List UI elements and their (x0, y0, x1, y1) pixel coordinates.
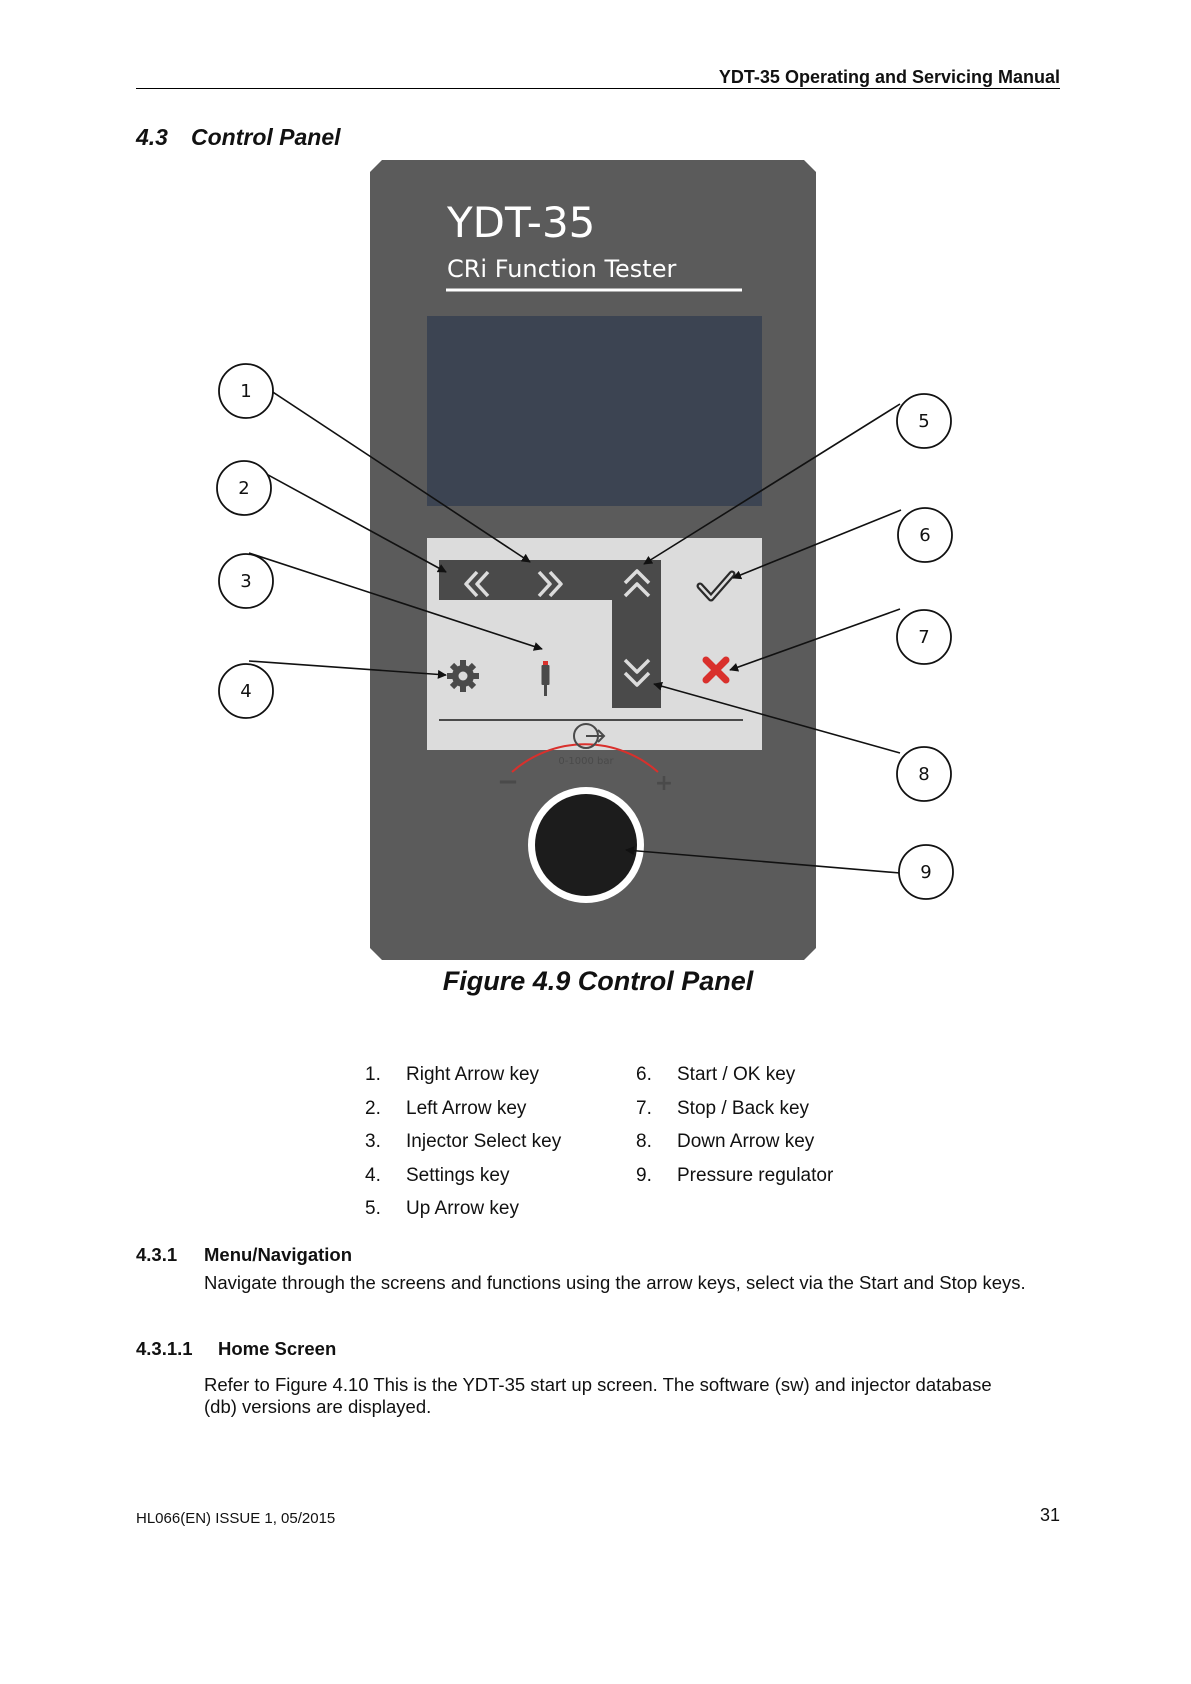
svg-text:7: 7 (918, 627, 929, 648)
list-item: 8.Down Arrow key (636, 1131, 815, 1152)
leader-8 (653, 681, 901, 754)
section-number: 4.3 (136, 124, 168, 150)
leader-1 (249, 376, 531, 563)
running-header: YDT-35 Operating and Servicing Manual (718, 67, 1060, 87)
navigation-key-band (439, 560, 661, 708)
svg-text:4: 4 (240, 681, 251, 702)
section-title: Control Panel (191, 124, 341, 150)
footer-doc-reference: HL066(EN) ISSUE 1, 05/2015 (136, 1510, 336, 1527)
section-heading: 4.3 Control Panel (136, 124, 341, 151)
subsection-number: 4.3.1 (136, 1244, 178, 1265)
subsection-title: Menu/Navigation (204, 1244, 353, 1265)
display-screen (427, 316, 762, 506)
leader-7 (729, 608, 901, 672)
stop-back-key[interactable] (702, 656, 730, 684)
svg-text:6: 6 (919, 525, 930, 546)
svg-text:2: 2 (238, 478, 249, 499)
paragraph-home-screen: Refer to Figure 4.10 This is the YDT-35 … (204, 1374, 992, 1417)
svg-text:3: 3 (240, 571, 251, 592)
pressure-gauge-icon (573, 723, 606, 749)
list-item: 4.Settings key (365, 1164, 510, 1186)
callout-8: 8 (896, 746, 952, 802)
legend-list-left: 1.Right Arrow key 2.Left Arrow key 3.Inj… (365, 1058, 561, 1226)
right-arrow-key[interactable] (537, 570, 563, 598)
range-label: 0-1000 bar (558, 756, 614, 767)
page-number: 31 (1039, 1505, 1060, 1525)
list-item: 6.Start / OK key (636, 1064, 796, 1085)
callout-6: 6 (897, 507, 953, 563)
leader-4 (248, 660, 447, 679)
subsection-heading-4311: 4.3.1.1 Home Screen (136, 1338, 336, 1360)
leader-9 (625, 846, 901, 874)
header-rule (136, 88, 1060, 89)
down-arrow-key[interactable] (623, 658, 651, 687)
list-item: 1.Right Arrow key (365, 1064, 540, 1085)
callout-4: 4 (218, 663, 274, 719)
left-arrow-key[interactable] (464, 570, 490, 598)
callout-3: 3 (218, 553, 274, 609)
injector-select-key[interactable] (541, 661, 550, 696)
cross-icon (702, 656, 730, 684)
increase-sign: + (655, 771, 673, 796)
leader-2 (247, 463, 447, 573)
settings-key[interactable] (447, 660, 479, 692)
subsection-number: 4.3.1.1 (136, 1338, 193, 1359)
legend-list-right: 6.Start / OK key 7.Stop / Back key 8.Dow… (636, 1058, 833, 1192)
list-item: 3.Injector Select key (365, 1131, 562, 1152)
figure-caption: Figure 4.9 Control Panel (442, 966, 754, 996)
double-chevron-up-icon (623, 569, 651, 598)
subsection-heading-431: 4.3.1 Menu/Navigation (136, 1244, 352, 1266)
callout-5: 5 (896, 393, 952, 449)
double-chevron-down-icon (623, 658, 651, 687)
pressure-regulator-knob[interactable] (528, 787, 644, 903)
callout-9: 9 (898, 844, 954, 900)
svg-text:8: 8 (918, 764, 929, 785)
device-title: YDT-35 (446, 198, 595, 247)
callout-leaders (247, 376, 902, 874)
decrease-sign: − (497, 767, 519, 797)
start-ok-key[interactable] (696, 570, 736, 602)
control-panel-figure: YDT-35 CRi Function Tester (216, 160, 954, 960)
svg-text:1: 1 (240, 381, 251, 402)
double-chevron-right-icon (537, 570, 563, 598)
callout-1: 1 (218, 363, 274, 419)
list-item: 9.Pressure regulator (636, 1164, 834, 1186)
injector-icon (541, 661, 550, 696)
leader-3 (248, 552, 543, 651)
subsection-title: Home Screen (218, 1338, 337, 1359)
pressure-range-arc (511, 743, 659, 773)
list-item: 7.Stop / Back key (636, 1097, 810, 1119)
leader-5 (643, 403, 901, 565)
list-item: 5.Up Arrow key (365, 1198, 519, 1219)
gear-icon (447, 660, 479, 692)
svg-text:9: 9 (920, 862, 931, 883)
up-arrow-key[interactable] (623, 569, 651, 598)
double-chevron-left-icon (464, 570, 490, 598)
list-item: 2.Left Arrow key (365, 1097, 527, 1119)
callout-2: 2 (216, 460, 272, 516)
svg-text:5: 5 (918, 411, 929, 432)
callout-7: 7 (896, 609, 952, 665)
leader-6 (732, 509, 902, 580)
device-subtitle: CRi Function Tester (447, 255, 676, 283)
paragraph-navigation: Navigate through the screens and functio… (204, 1272, 1026, 1293)
